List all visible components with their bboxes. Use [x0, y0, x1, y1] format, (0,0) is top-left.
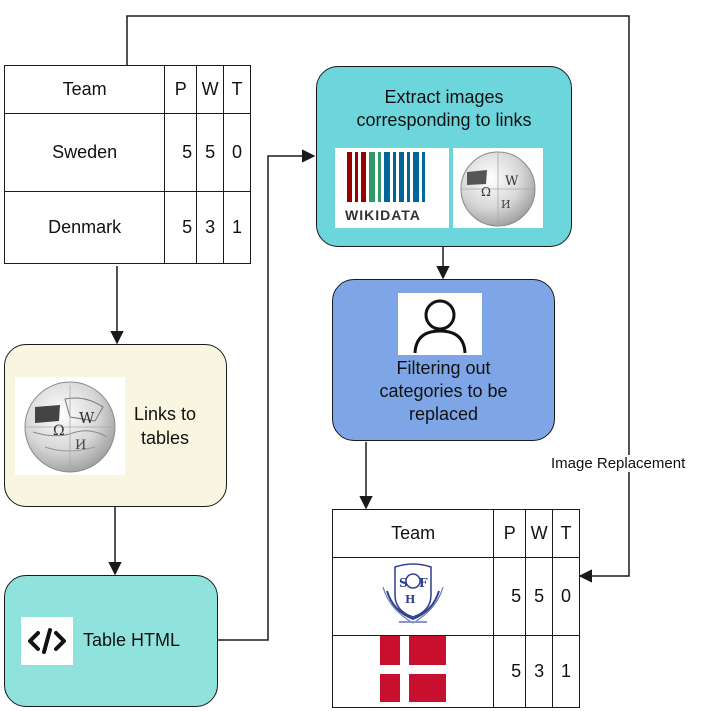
played-value: 5: [493, 557, 527, 636]
svg-text:F: F: [419, 576, 428, 590]
team-name: Denmark: [3, 191, 166, 264]
team-logo-cell: S F H: [331, 557, 495, 636]
table-html-node: Table HTML: [4, 575, 218, 707]
header-w: W: [525, 509, 554, 558]
tied-value: 1: [223, 191, 251, 264]
won-value: 5: [196, 113, 225, 192]
result-table-header: Team P W T: [331, 509, 580, 558]
filtering-node: Filtering out categories to be replaced: [332, 279, 555, 441]
svg-text:Ω: Ω: [481, 185, 491, 199]
extract-images-node: Extract images corresponding to links WI…: [316, 66, 572, 247]
wikipedia-globe-icon: Ω W И: [453, 148, 543, 228]
svg-text:Ω: Ω: [53, 423, 65, 439]
team-logo-cell: [331, 635, 495, 708]
person-icon: [398, 293, 482, 355]
table-row: Sweden 5 5 0: [3, 113, 251, 192]
tied-value: 0: [552, 557, 580, 636]
svg-text:W: W: [505, 174, 519, 189]
team-name: Sweden: [3, 113, 166, 192]
club-crest-icon: S F H: [373, 561, 453, 632]
played-value: 5: [493, 635, 527, 708]
header-p: P: [493, 509, 527, 558]
svg-text:И: И: [75, 438, 86, 453]
tied-value: 1: [552, 635, 580, 708]
tied-value: 0: [223, 113, 251, 192]
header-team: Team: [3, 65, 166, 114]
wikidata-logo-text: WIKIDATA: [345, 207, 421, 223]
table-html-label: Table HTML: [83, 630, 181, 650]
links-label-line2: tables: [140, 428, 190, 448]
won-value: 3: [525, 635, 554, 708]
filter-label-line1: Filtering out: [396, 358, 491, 378]
svg-text:S: S: [399, 576, 408, 590]
played-value: 5: [164, 113, 198, 192]
table-row: S F H 5 5 0: [331, 557, 580, 636]
extract-label-line2: corresponding to links: [356, 110, 532, 130]
wikidata-logo-icon: WIKIDATA: [335, 148, 449, 228]
code-icon: [21, 617, 73, 665]
image-replacement-label: Image Replacement: [551, 455, 686, 472]
arrow-image-replacement: [126, 15, 630, 583]
wikipedia-globe-icon: Ω W И: [15, 377, 125, 475]
table-row: 5 3 1: [331, 635, 580, 708]
filter-label-line3: replaced: [408, 404, 479, 424]
header-p: P: [164, 65, 198, 114]
header-team: Team: [331, 509, 495, 558]
svg-text:И: И: [501, 198, 511, 211]
played-value: 5: [164, 191, 198, 264]
won-value: 5: [525, 557, 554, 636]
arrow-html-to-extract: [218, 149, 316, 641]
header-t: T: [552, 509, 580, 558]
source-table: Team P W T Sweden 5 5 0 Denmark 5 3 1: [3, 65, 251, 264]
links-to-tables-node: Ω W И Links to tables: [4, 344, 227, 507]
svg-text:H: H: [405, 593, 415, 606]
header-w: W: [196, 65, 225, 114]
won-value: 3: [196, 191, 225, 264]
denmark-flag-icon: [380, 636, 447, 707]
source-table-header: Team P W T: [3, 65, 251, 114]
header-t: T: [223, 65, 251, 114]
table-row: Denmark 5 3 1: [3, 191, 251, 264]
filter-label-line2: categories to be: [379, 381, 508, 401]
links-label-line1: Links to: [133, 404, 197, 424]
result-table: Team P W T S F H 5 5 0: [331, 509, 580, 708]
svg-text:W: W: [79, 409, 95, 427]
extract-label-line1: Extract images: [384, 87, 504, 107]
